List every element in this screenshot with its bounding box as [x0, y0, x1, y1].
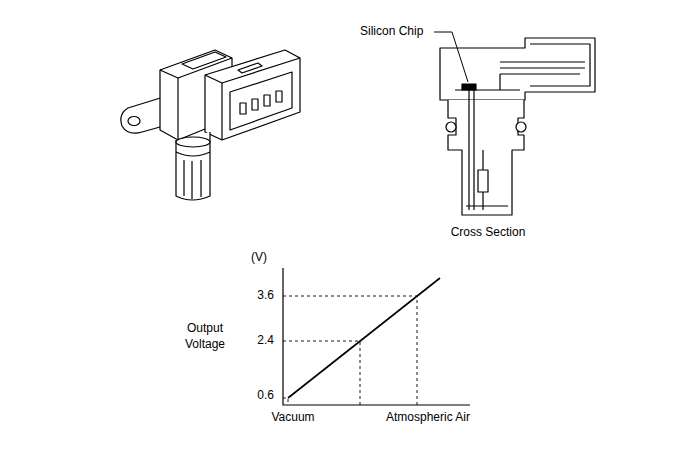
axis-category: Atmospheric Air	[386, 410, 470, 426]
o-ring	[516, 122, 526, 132]
chip-substrate	[455, 74, 520, 90]
housing-outline	[440, 38, 595, 100]
port-end	[466, 205, 508, 206]
leader-line	[434, 32, 468, 82]
sensor-nozzle	[176, 132, 210, 200]
body-edge	[177, 78, 178, 140]
axis-title: Output Voltage	[176, 321, 234, 352]
o-ring	[446, 122, 456, 132]
nozzle-ring	[176, 152, 210, 156]
axis-unit: (V)	[251, 250, 267, 266]
connector-edge	[221, 83, 222, 140]
thermistor	[478, 170, 488, 192]
cross-section	[440, 38, 595, 215]
silicon-chip	[462, 84, 476, 90]
pressure-port	[469, 90, 474, 210]
pin-slot	[240, 103, 246, 114]
nozzle-slots	[184, 160, 201, 199]
connector-housing	[205, 50, 300, 140]
graph-axes	[283, 268, 470, 405]
lock-tab	[238, 63, 262, 73]
mount-hole	[128, 117, 140, 126]
nozzle-collar	[176, 137, 210, 147]
part-label: Silicon Chip	[360, 24, 423, 40]
body-rib	[182, 52, 226, 69]
tick-value: 2.4	[257, 333, 274, 349]
connector-opening	[230, 72, 292, 130]
pin-slot	[276, 91, 282, 102]
stem-outline	[448, 100, 524, 215]
connector-cavity	[530, 44, 590, 86]
thermistor-lead	[482, 150, 483, 210]
tick-value: 3.6	[257, 288, 274, 304]
guide-lines	[283, 296, 417, 405]
terminal-pins	[500, 62, 585, 74]
axis-category: Vacuum	[271, 410, 314, 426]
voltage-graph	[283, 268, 470, 405]
view-caption: Cross Section	[451, 225, 526, 241]
pin-slot	[264, 95, 270, 106]
sensor-view	[121, 50, 300, 200]
tick-value: 0.6	[257, 388, 274, 404]
pin-slot	[252, 99, 258, 110]
